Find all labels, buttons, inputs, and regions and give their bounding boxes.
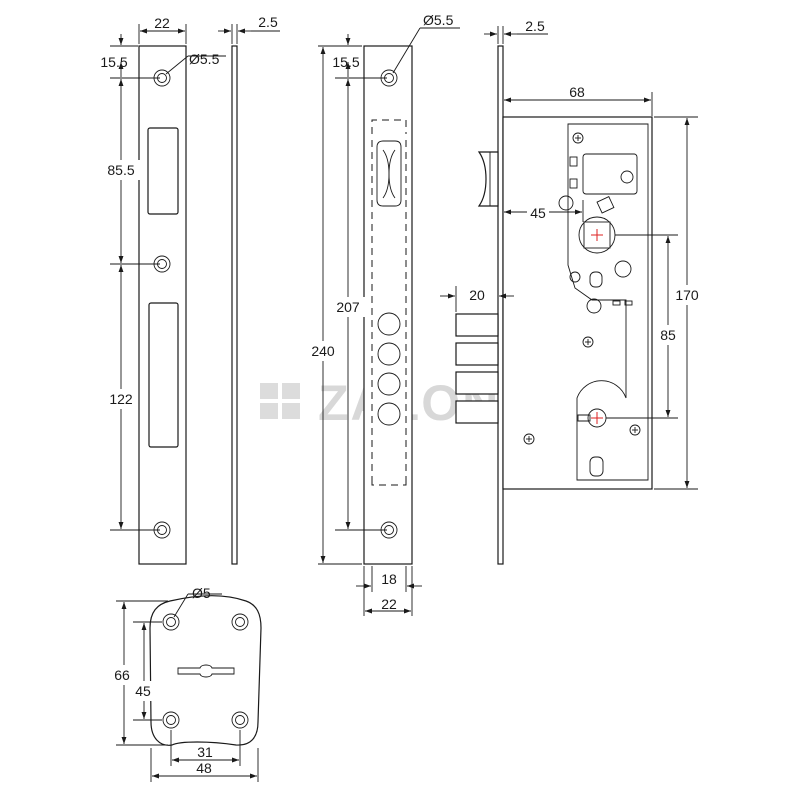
lock-screw-left [523, 433, 535, 445]
dim-lock-faceplate-thickness: 2.5 [525, 18, 545, 34]
escutcheon [149, 595, 262, 746]
dim-escutcheon-hole-diameter: Ø5 [192, 585, 211, 601]
dim-faceplate-top-offset: 15.5 [332, 54, 359, 70]
lock-screw-top [572, 132, 584, 144]
dim-lock-depth: 68 [569, 84, 585, 100]
dim-escutcheon-width: 48 [196, 760, 212, 776]
lock-faceplate-side [497, 45, 504, 565]
escutcheon-plate [149, 595, 262, 746]
escutcheon-screw-hole-bl [162, 711, 180, 729]
dim-faceplate-outer-width: 22 [381, 596, 397, 612]
dim-faceplate-hole-pitch: 207 [336, 299, 360, 315]
lock-deadbolt-3 [455, 371, 499, 395]
escutcheon-keyhole [177, 664, 235, 678]
escutcheon-screw-hole-br [231, 711, 249, 729]
strike-plate-lower-slot [148, 302, 179, 448]
faceplate-bolt-4 [377, 402, 401, 426]
lock-case [502, 116, 653, 490]
lock-deadbolt-2 [455, 342, 499, 366]
dim-lock-backset: 45 [530, 205, 546, 221]
lock-latch-block [582, 153, 638, 195]
faceplate-dimensions: Ø5.5 15.5 207 240 18 22 [305, 12, 460, 616]
faceplate-bolt-1 [377, 312, 401, 336]
faceplate-bolt-2 [377, 342, 401, 366]
strike-plate [138, 45, 238, 565]
faceplate-bolt-3 [377, 372, 401, 396]
lock-latch [477, 151, 499, 207]
lock-screw-right [629, 424, 641, 436]
dim-faceplate-inner-width: 18 [381, 571, 397, 587]
faceplate [363, 45, 413, 565]
faceplate-recess-bottom [371, 480, 407, 486]
strike-plate-dimensions: 22 2.5 15.5 Ø5.5 85.5 122 [100, 14, 280, 531]
dim-faceplate-total-length: 240 [311, 343, 335, 359]
dim-strike-upper-pitch: 85.5 [107, 162, 134, 178]
dim-escutcheon-hole-pitch-h: 31 [197, 744, 213, 760]
escutcheon-screw-hole-tl [162, 613, 180, 631]
strike-plate-upper-slot [147, 127, 179, 215]
dim-strike-hole-diameter: Ø5.5 [189, 51, 220, 67]
lock-mechanism-plate [567, 123, 649, 481]
dim-escutcheon-height: 66 [114, 667, 130, 683]
dim-strike-top-offset: 15.5 [100, 54, 127, 70]
dim-lock-height: 170 [675, 287, 699, 303]
faceplate-body [363, 45, 413, 565]
dim-strike-width: 22 [154, 15, 170, 31]
lock-body-dimensions: 2.5 68 45 20 170 85 [440, 18, 704, 490]
lock-deadbolt-1 [455, 313, 499, 337]
faceplate-roller-latch [376, 140, 402, 207]
escutcheon-dimensions: Ø5 66 45 31 48 [108, 585, 259, 782]
escutcheon-screw-hole-tr [231, 613, 249, 631]
watermark-logo-icon [260, 383, 300, 419]
dim-lock-bolt-projection: 20 [469, 287, 485, 303]
dim-escutcheon-hole-pitch-v: 45 [135, 683, 151, 699]
lock-body [455, 45, 653, 565]
strike-plate-side-view [231, 45, 238, 565]
lock-screw-mid [582, 336, 594, 348]
lock-deadbolt-4 [455, 400, 499, 424]
dim-strike-thickness: 2.5 [258, 14, 278, 30]
dim-faceplate-hole-diameter: Ø5.5 [423, 12, 454, 28]
faceplate-recess-top [371, 119, 407, 134]
dim-lock-center-distance: 85 [660, 327, 676, 343]
lock-follower-square [583, 221, 611, 249]
dim-strike-lower-pitch: 122 [109, 391, 133, 407]
